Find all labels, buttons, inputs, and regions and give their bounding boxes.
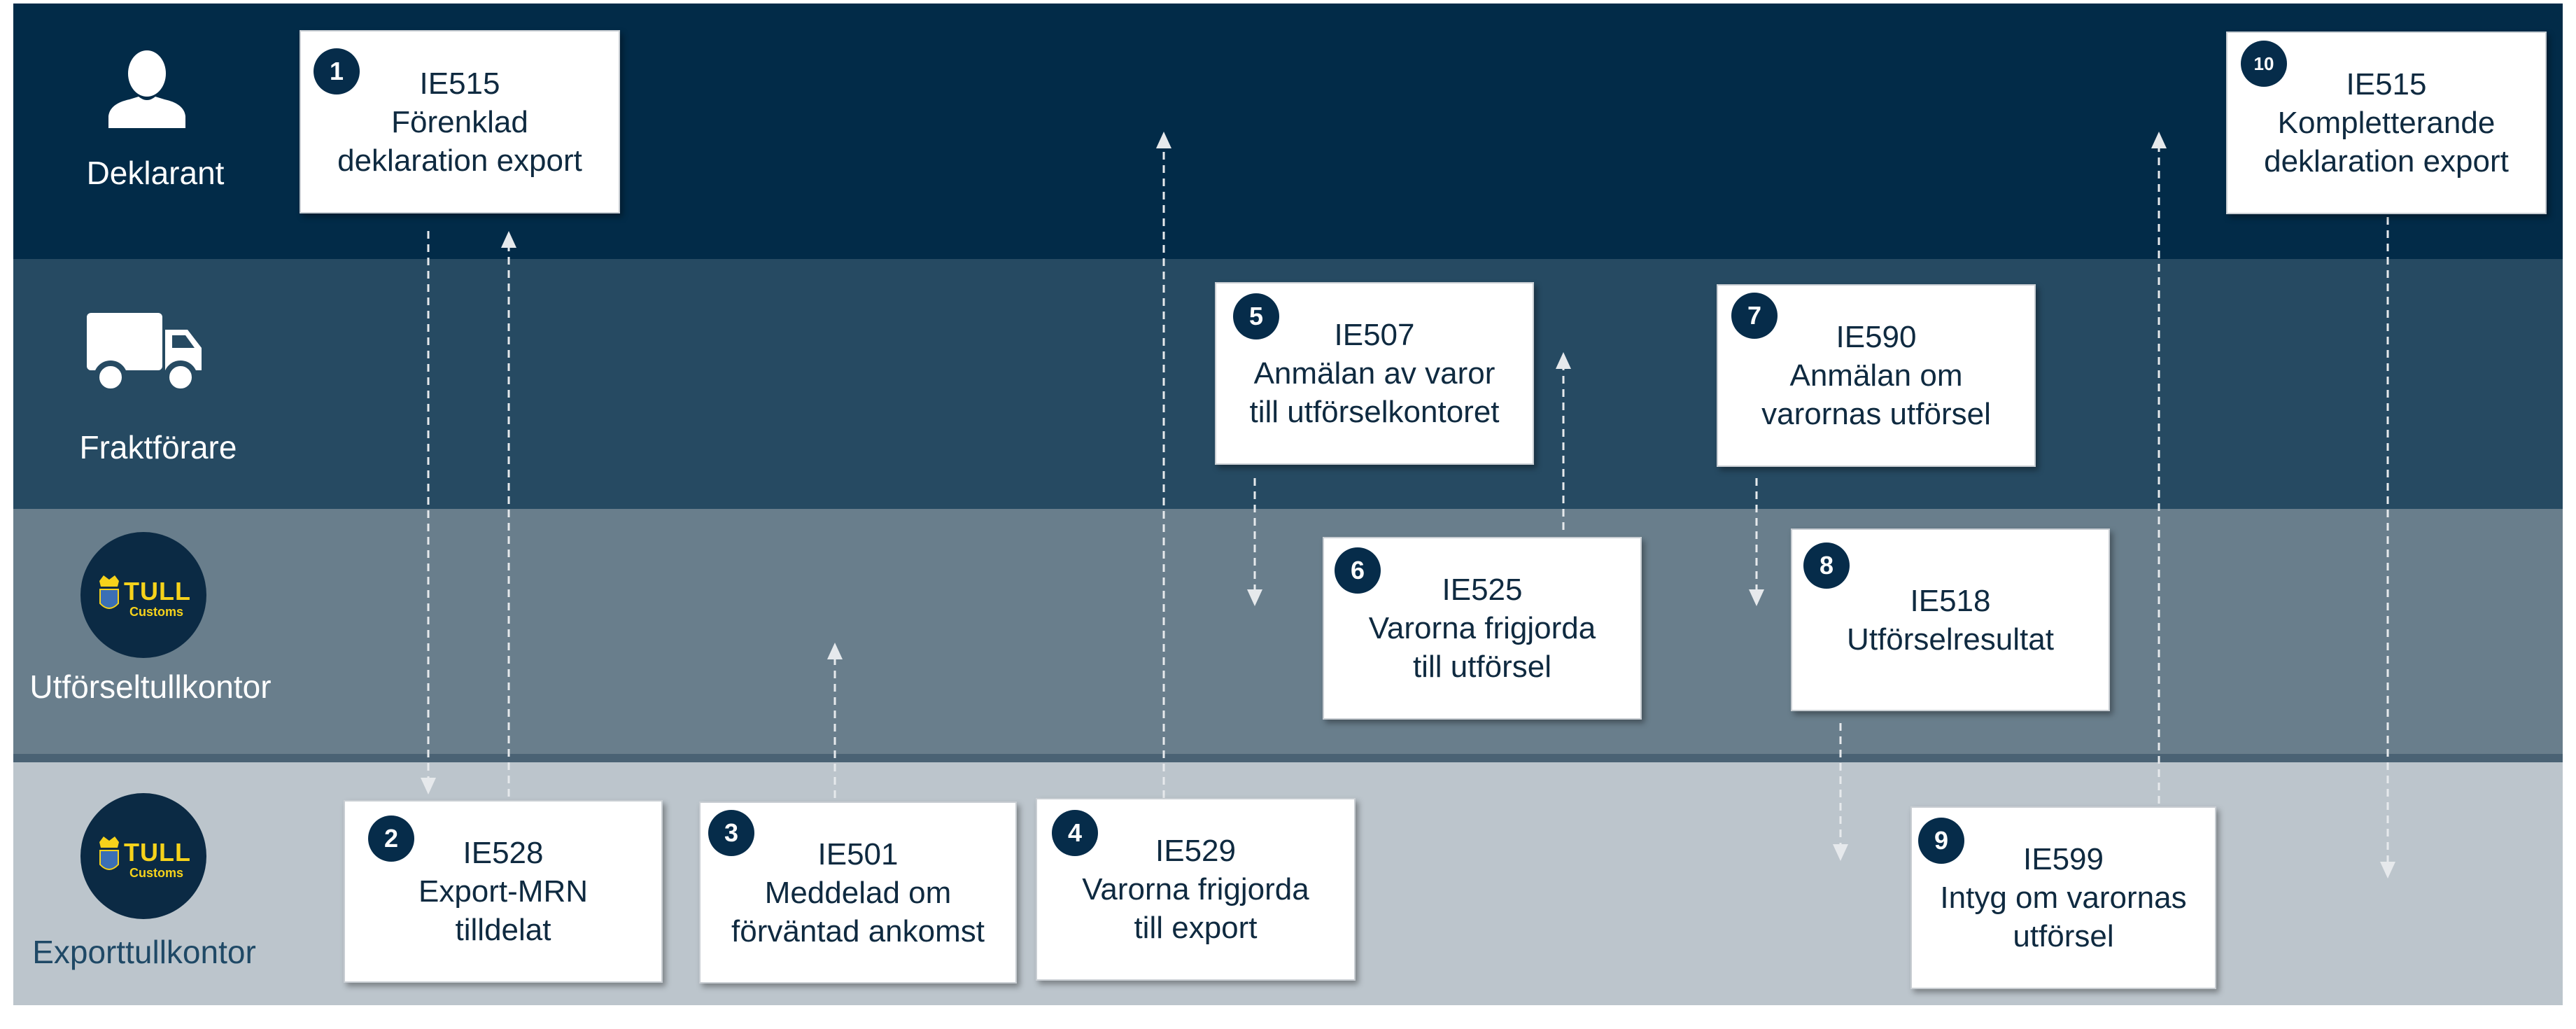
tull-customs-logo: TULL Customs	[80, 793, 206, 919]
actor-label-exporttullkontor: Exporttullkontor	[32, 934, 256, 970]
truck-icon	[87, 313, 202, 394]
message-description-line: till utförsel	[1412, 650, 1552, 684]
tull-customs-logo: TULL Customs	[80, 532, 206, 658]
message-description-line: Förenklad	[391, 104, 528, 139]
message-code: IE518	[1910, 583, 1991, 618]
logo-customs-text: Customs	[129, 605, 184, 619]
person-icon	[108, 50, 185, 128]
step-badge-9: 9	[1918, 818, 1964, 864]
message-description-line: Anmälan av varor	[1253, 356, 1495, 391]
message-code: IE529	[1155, 834, 1236, 868]
message-description-line: Meddelad om	[764, 875, 952, 910]
message-description-line: Varorna frigjorda	[1368, 611, 1596, 645]
actor-label-deklarant: Deklarant	[86, 155, 225, 191]
message-description-line: deklaration export	[2264, 144, 2509, 178]
step-badge-2: 2	[368, 816, 414, 862]
actor-label-utforseltullkontor: Utförseltullkontor	[29, 668, 272, 705]
message-description-line: till utförselkontoret	[1249, 395, 1500, 429]
message-code: IE528	[463, 836, 544, 870]
crown-crest-icon	[99, 575, 119, 609]
arrow-step-10-head	[2380, 862, 2395, 878]
lane-utforseltullkontor	[13, 509, 2563, 760]
logo-tull-text: TULL	[124, 577, 191, 606]
message-code: IE590	[1836, 320, 1917, 354]
step-badge-6: 6	[1335, 547, 1381, 594]
crown-crest-icon	[99, 836, 119, 870]
step-badge-8: 8	[1803, 542, 1850, 589]
message-description-line: förväntad ankomst	[731, 913, 985, 948]
step-badge-5: 5	[1233, 293, 1279, 340]
message-description-line: Intyg om varornas	[1940, 881, 2187, 915]
step-badge-10: 10	[2241, 41, 2287, 87]
step-badge-3: 3	[708, 810, 754, 856]
message-description-line: Kompletterande	[2277, 106, 2496, 140]
message-code: IE599	[2023, 842, 2104, 876]
message-description-line: Varorna frigjorda	[1082, 872, 1309, 906]
message-description-line: till export	[1134, 911, 1258, 945]
message-description-line: utförsel	[2013, 919, 2114, 953]
arrow-step-9-head	[2151, 132, 2167, 148]
step-badge-1: 1	[314, 48, 360, 94]
arrow-step-2-to-1-head	[501, 231, 516, 248]
logo-tull-text: TULL	[124, 838, 191, 867]
actor-label-fraktforare: Fraktförare	[79, 429, 237, 465]
arrow-step-4-head	[1156, 132, 1171, 148]
message-code: IE515	[419, 66, 500, 101]
message-description-line: deklaration export	[337, 143, 582, 178]
message-description-line: Utförselresultat	[1847, 622, 2054, 657]
arrow-step-7-head	[1749, 589, 1764, 606]
step-badge-4: 4	[1052, 810, 1098, 856]
arrow-step-1-to-2-head	[421, 778, 436, 794]
message-description-line: varornas utförsel	[1761, 397, 1991, 431]
arrow-step-8-head	[1833, 844, 1848, 861]
arrow-step-6-head	[1556, 352, 1571, 369]
lane-divider	[13, 754, 2563, 762]
message-code: IE525	[1442, 573, 1523, 607]
arrow-step-5-head	[1247, 589, 1262, 606]
message-code: IE515	[2346, 67, 2427, 102]
message-description-line: Anmälan om	[1789, 358, 1963, 393]
message-description-line: tilldelat	[455, 913, 551, 947]
message-code: IE507	[1334, 318, 1415, 352]
message-description-line: Export-MRN	[418, 874, 589, 909]
logo-customs-text: Customs	[129, 866, 184, 880]
message-code: IE501	[817, 836, 899, 872]
step-badge-7: 7	[1731, 293, 1778, 339]
arrow-step-3-head	[827, 643, 843, 659]
